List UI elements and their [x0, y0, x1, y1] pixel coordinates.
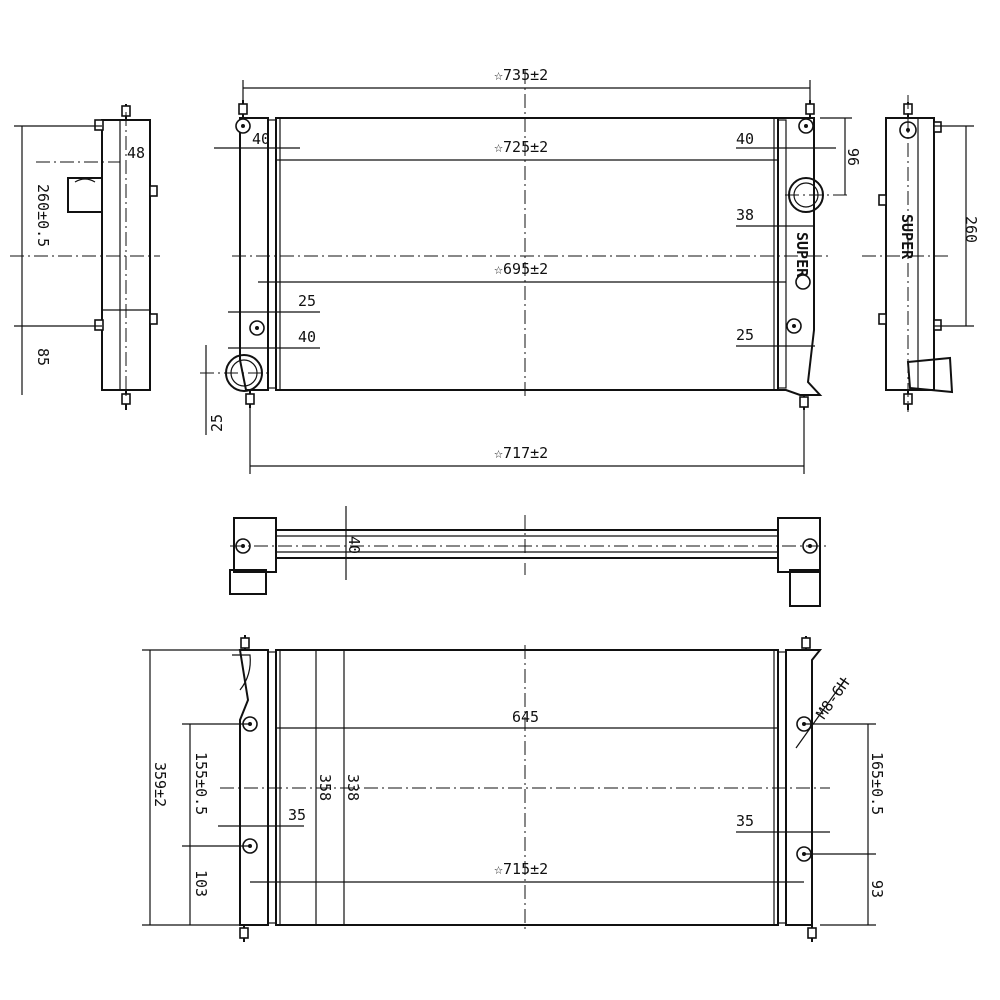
- dim-left-25: 25: [298, 292, 316, 310]
- dim-right-side-260: 260: [962, 216, 980, 243]
- dim-core-width: ☆725±2: [494, 138, 548, 156]
- right-side-brand-stamp: SUPER: [898, 214, 916, 260]
- dim-middle-40: 40: [345, 536, 363, 554]
- dim-bottom-165: 165±0.5: [868, 752, 886, 815]
- dim-left-side-48: 48: [127, 144, 145, 162]
- dim-bottom-left-35: 35: [288, 806, 306, 824]
- dim-bottom-103: 103: [192, 870, 210, 897]
- brand-stamp: SUPER: [793, 232, 811, 278]
- dim-bottom-width: ☆717±2: [494, 444, 548, 462]
- dim-left-25-v: 25: [208, 414, 226, 432]
- dim-right-40: 40: [736, 130, 754, 148]
- dim-bottom-155: 155±0.5: [192, 752, 210, 815]
- dim-right-38: 38: [736, 206, 754, 224]
- right-tank: [777, 117, 823, 396]
- dim-left-40-a: 40: [252, 130, 270, 148]
- rear-view-bottom: 645 ☆715±2 35 35 359±2 358 338 155±0.5 1…: [142, 635, 886, 942]
- dim-left-40-b: 40: [298, 328, 316, 346]
- dim-bottom-358: 358: [316, 774, 334, 801]
- plan-view-middle: 40: [229, 506, 830, 607]
- right-side-pipe: [906, 356, 954, 394]
- left-side-view: 48 260±0.5 85: [10, 104, 160, 410]
- dim-left-side-260: 260±0.5: [34, 184, 52, 247]
- dim-bottom-right-35: 35: [736, 812, 754, 830]
- dim-right-25: 25: [736, 326, 754, 344]
- dim-bottom-338: 338: [344, 774, 362, 801]
- dim-bottom-645: 645: [512, 708, 539, 726]
- dim-bottom-thread: M8-6H: [813, 675, 854, 722]
- dim-bottom-359: 359±2: [151, 762, 169, 807]
- dim-bottom-93: 93: [868, 880, 886, 898]
- left-side-pipe: [67, 177, 103, 213]
- dim-left-side-85: 85: [34, 348, 52, 366]
- right-side-view: SUPER 260: [862, 95, 980, 412]
- dim-overall-width: ☆735±2: [494, 66, 548, 84]
- dim-right-96: 96: [844, 148, 862, 166]
- core-outline: [275, 117, 779, 391]
- dim-bottom-715: ☆715±2: [494, 860, 548, 878]
- front-view-top: SUPER ☆735±2 ☆725±2 ☆695±2 ☆717±2 40 25 …: [200, 66, 862, 474]
- left-tank: [239, 117, 269, 391]
- mounting-stud: [238, 100, 815, 410]
- dim-inner-width: ☆695±2: [494, 260, 548, 278]
